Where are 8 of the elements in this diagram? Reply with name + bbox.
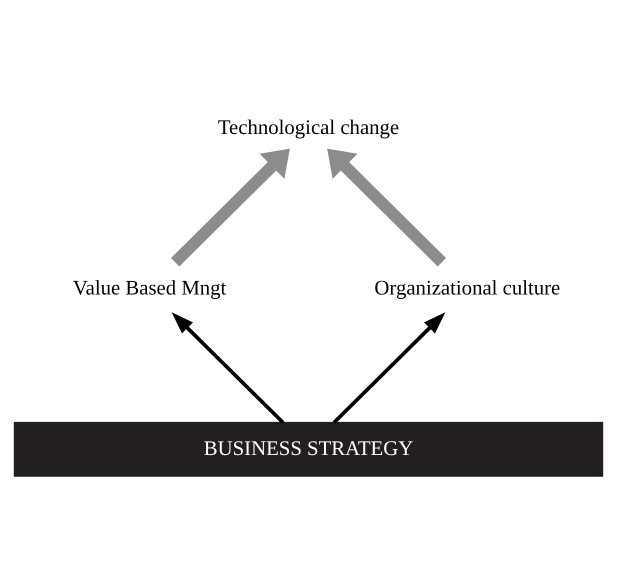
arrow [327,148,446,266]
arrow [172,312,284,424]
node-text: Technological change [218,116,400,140]
node-box: BUSINESS STRATEGY [14,422,604,477]
arrow [332,312,446,424]
node-text: Organizational culture [374,276,560,300]
arrow [171,148,290,266]
node-text: Value Based Mngt [72,276,226,300]
